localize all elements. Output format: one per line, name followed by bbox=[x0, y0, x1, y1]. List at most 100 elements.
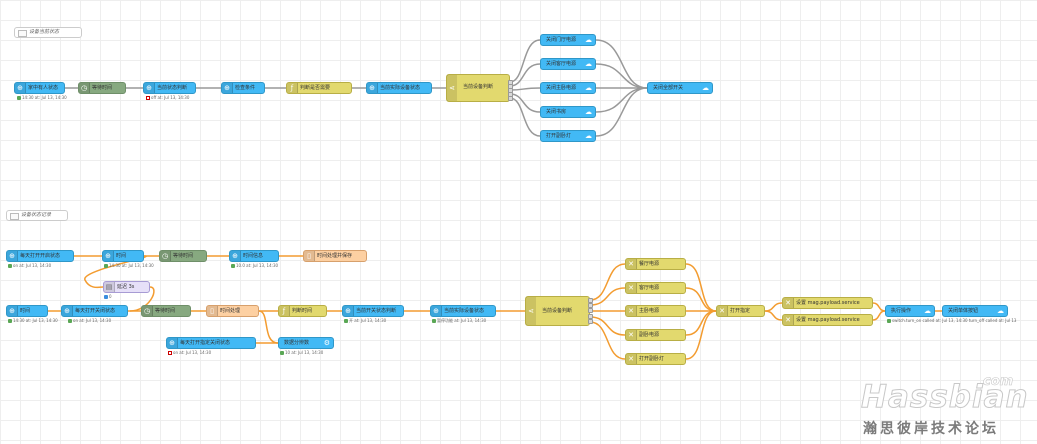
node-service-call[interactable]: ⊕ 当前实际设备状态 bbox=[366, 82, 432, 94]
output-port[interactable] bbox=[588, 298, 593, 303]
cloud-icon: ☁ bbox=[924, 307, 931, 315]
cloud-icon: ☁ bbox=[702, 84, 709, 92]
node-r2-out-5[interactable]: ✕ 打开副卧灯 bbox=[625, 353, 686, 365]
status-r2-sensor: on at: Jul 13, 14:30 bbox=[68, 318, 111, 323]
status-exec: switch.turn_on called at: Jul 13, 14:30 … bbox=[887, 318, 1016, 323]
status-dot-icon bbox=[231, 264, 235, 268]
state-icon: ⊕ bbox=[62, 306, 73, 316]
node-out-2[interactable]: 关闭客厅电源 ☁ bbox=[540, 58, 596, 70]
node-dashboard[interactable]: ▤ 延迟 3s bbox=[103, 281, 150, 293]
node-out-5[interactable]: 打开副卧灯 ☁ bbox=[540, 130, 596, 142]
node-final[interactable]: 关闭全部开关 ☁ bbox=[647, 82, 713, 94]
node-r2-trigger[interactable]: ƒ 判断时间 bbox=[278, 305, 327, 317]
status-dot-icon bbox=[344, 319, 348, 323]
output-port[interactable] bbox=[588, 314, 593, 319]
comment-icon bbox=[18, 30, 27, 37]
comment-device-status[interactable]: 设备当前状态 bbox=[14, 27, 82, 38]
status-dot-icon bbox=[104, 295, 108, 299]
cloud-icon: ☁ bbox=[585, 36, 592, 44]
status-dot-icon bbox=[17, 96, 21, 100]
save-icon: ▯ bbox=[207, 306, 218, 316]
node-r2-switch[interactable]: ⋖ 当前设备判断 bbox=[525, 296, 590, 326]
status-r1-entry: 14:30 at: Jul 13, 14:30 bbox=[104, 263, 154, 268]
status-dot-icon bbox=[280, 351, 284, 355]
comment-device-record[interactable]: 设备状态记录 bbox=[6, 210, 68, 221]
node-r1-delay[interactable]: ◷ 等待时间 bbox=[159, 250, 207, 262]
node-r2-func[interactable]: ▯ 时间处理 bbox=[206, 305, 259, 317]
node-current-state[interactable]: ⊕ 当前状态判断 bbox=[143, 82, 196, 94]
node-r2-call2[interactable]: ⊕ 当前实际设备状态 bbox=[430, 305, 496, 317]
comment-icon bbox=[10, 213, 19, 220]
node-out-4[interactable]: 关闭书房 ☁ bbox=[540, 106, 596, 118]
status-current-state: off at: Jul 13, 14:30 bbox=[146, 95, 189, 100]
node-r1-func[interactable]: ▯ 时间处理并保存 bbox=[303, 250, 367, 262]
status-r2-state: 14:30 at: Jul 13, 14:30 bbox=[8, 318, 58, 323]
node-r2-sensor[interactable]: ⊕ 每天打开关闭状态 bbox=[61, 305, 128, 317]
function-icon: ƒ bbox=[279, 306, 290, 316]
status-r2-call: 开 at: Jul 13, 14:30 bbox=[344, 318, 386, 323]
node-r3-func[interactable]: 数据分辨数 ⚙ bbox=[278, 337, 334, 349]
status-dashboard: 0 bbox=[104, 294, 112, 299]
output-port[interactable] bbox=[588, 308, 593, 313]
node-r2-out-2[interactable]: ✕ 客厅电源 bbox=[625, 282, 686, 294]
node-r3-state[interactable]: ⊕ 每天打开指定关闭状态 bbox=[166, 337, 256, 349]
cloud-icon: ☁ bbox=[585, 60, 592, 68]
watermark-logo: Hassbian com 瀚思彼岸技术论坛 bbox=[861, 374, 1029, 437]
change-icon: ✕ bbox=[717, 306, 728, 316]
save-icon: ▯ bbox=[304, 251, 315, 261]
cloud-icon: ☁ bbox=[585, 132, 592, 140]
status-dot-icon bbox=[887, 319, 891, 323]
output-port[interactable] bbox=[588, 319, 593, 324]
change-icon: ✕ bbox=[626, 259, 637, 269]
state-icon: ⊕ bbox=[7, 251, 18, 261]
clock-icon: ◷ bbox=[160, 251, 171, 261]
status-ring-icon bbox=[146, 96, 150, 100]
state-icon: ⊕ bbox=[230, 251, 241, 261]
node-set-service-2[interactable]: ✕ 设置 mag.payload.service bbox=[782, 314, 873, 326]
output-port[interactable] bbox=[588, 303, 593, 308]
node-r1-state[interactable]: ⊕ 每天打开开启状态 bbox=[6, 250, 74, 262]
status-dot-icon bbox=[68, 319, 72, 323]
node-final-r2[interactable]: 关闭单体按钮 ☁ bbox=[942, 305, 1008, 317]
delay-icon: ▤ bbox=[104, 282, 115, 292]
cloud-icon: ☁ bbox=[997, 307, 1004, 315]
clock-icon: ◷ bbox=[79, 83, 90, 93]
node-set-service-1[interactable]: ✕ 设置 mag.payload.service bbox=[782, 297, 873, 309]
state-icon: ⊕ bbox=[144, 83, 155, 93]
state-icon: ⊕ bbox=[367, 83, 378, 93]
state-icon: ⊕ bbox=[15, 83, 26, 93]
node-state[interactable]: ⊕ 家中有人状态 bbox=[14, 82, 65, 94]
change-icon: ✕ bbox=[783, 298, 794, 308]
node-delay[interactable]: ◷ 等待时间 bbox=[78, 82, 126, 94]
change-icon: ✕ bbox=[626, 354, 637, 364]
function-icon: ƒ bbox=[287, 83, 298, 93]
state-icon: ⊕ bbox=[167, 338, 178, 348]
node-check[interactable]: ⊕ 检查条件 bbox=[221, 82, 265, 94]
status-dot-icon bbox=[8, 264, 12, 268]
node-function[interactable]: ƒ 判断是否需要 bbox=[286, 82, 352, 94]
change-icon: ✕ bbox=[626, 283, 637, 293]
node-r1-setter[interactable]: ⊕ 时间信息 bbox=[229, 250, 279, 262]
status-r1-state: on at: Jul 13, 14:30 bbox=[8, 263, 51, 268]
node-r2-state[interactable]: ⊕ 时间 bbox=[6, 305, 48, 317]
node-r2-out-3[interactable]: ✕ 主卧电源 bbox=[625, 305, 686, 317]
output-port[interactable] bbox=[508, 96, 513, 101]
node-r2-out-4[interactable]: ✕ 副卧电源 bbox=[625, 329, 686, 341]
node-r2-out-1[interactable]: ✕ 餐厅电源 bbox=[625, 258, 686, 270]
switch-icon: ⋖ bbox=[526, 297, 536, 325]
node-exec[interactable]: 执行操作 ☁ bbox=[885, 305, 935, 317]
change-icon: ✕ bbox=[626, 330, 637, 340]
status-dot-icon bbox=[104, 264, 108, 268]
cloud-icon: ☁ bbox=[585, 84, 592, 92]
state-icon: ⊕ bbox=[7, 306, 18, 316]
node-switch[interactable]: ⋖ 当前设备判断 bbox=[446, 74, 510, 102]
node-r2-call[interactable]: ⊕ 当前开关状态判断 bbox=[342, 305, 404, 317]
status-r1-setter: 10.0 at: Jul 13, 14:30 bbox=[231, 263, 278, 268]
node-out-3[interactable]: 关闭主卧电源 ☁ bbox=[540, 82, 596, 94]
node-change[interactable]: ✕ 打开指定 bbox=[716, 305, 765, 317]
node-r1-entry[interactable]: ⊕ 时间 bbox=[102, 250, 144, 262]
node-r2-delay[interactable]: ◷ 等待时间 bbox=[141, 305, 191, 317]
node-out-1[interactable]: 关闭门厅电源 ☁ bbox=[540, 34, 596, 46]
state-icon: ⊕ bbox=[343, 306, 354, 316]
